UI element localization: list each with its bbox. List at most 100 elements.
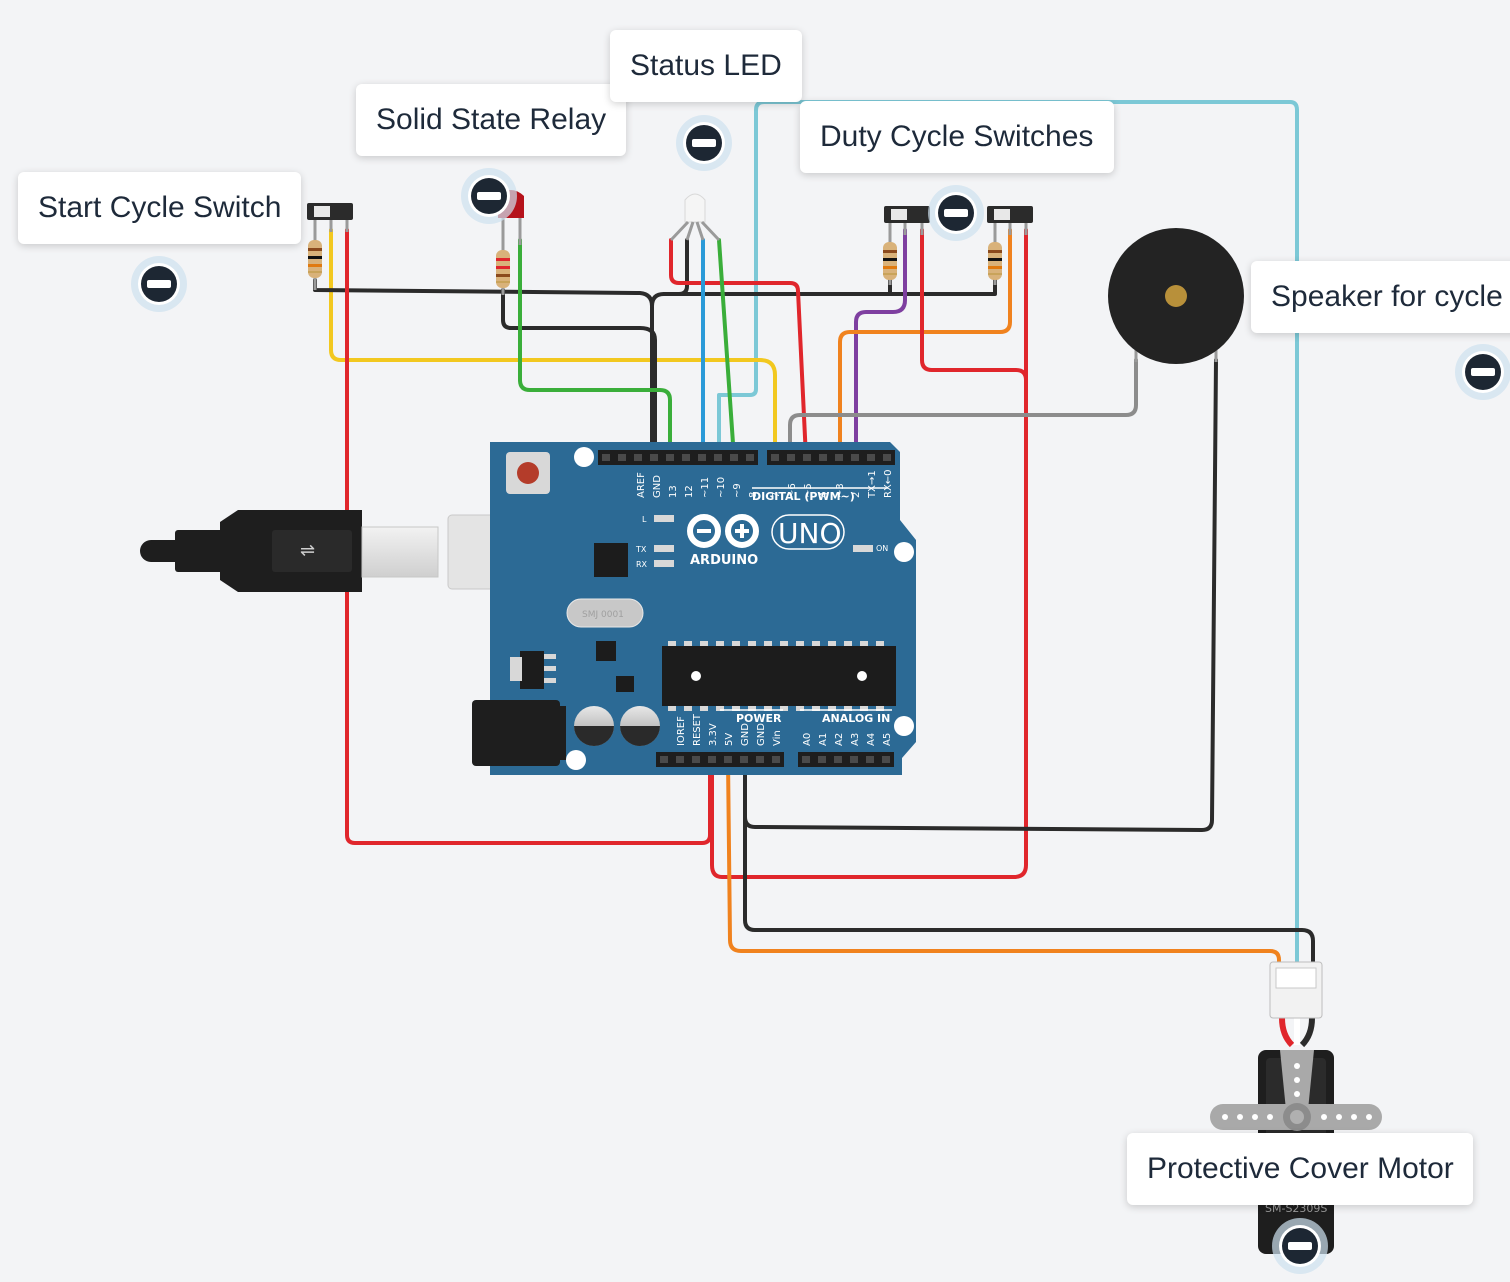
header-socket[interactable]: [724, 756, 732, 763]
header-socket[interactable]: [771, 454, 779, 461]
pin-label: Vin: [772, 730, 783, 746]
pin-label: 7: [771, 492, 782, 498]
wires: [313, 100, 1315, 982]
note-start-cycle-switch[interactable]: Start Cycle Switch: [18, 172, 301, 244]
header-socket[interactable]: [867, 454, 875, 461]
header-socket[interactable]: [834, 756, 842, 763]
header-socket[interactable]: [851, 454, 859, 461]
slide-switch-duty1[interactable]: [884, 206, 930, 235]
collapse-note-speaker-icon[interactable]: [1462, 351, 1504, 393]
header-socket[interactable]: [698, 454, 706, 461]
wire-orange-duty[interactable]: [838, 228, 1012, 460]
pin-label: GND: [740, 723, 751, 746]
resistor-start[interactable]: [308, 230, 322, 290]
wire-black-ground-bus[interactable]: [313, 278, 654, 460]
header-socket[interactable]: [740, 756, 748, 763]
servo-model-label: SM-S2309S: [1265, 1202, 1327, 1215]
collapse-note-motor-icon[interactable]: [1279, 1225, 1321, 1267]
note-status-led[interactable]: Status LED: [610, 30, 802, 102]
power-header: [656, 752, 784, 767]
header-socket[interactable]: [819, 454, 827, 461]
crystal-label: SMJ 0001: [582, 610, 624, 620]
collapse-note-relay-icon[interactable]: [468, 175, 510, 217]
pin-label: A5: [882, 733, 893, 746]
atmega-chip-pins: [668, 641, 884, 711]
note-duty-cycle-switches[interactable]: Duty Cycle Switches: [800, 101, 1114, 173]
header-socket[interactable]: [802, 756, 810, 763]
header-socket[interactable]: [714, 454, 722, 461]
wire-black-gnd-right[interactable]: [650, 273, 997, 308]
header-socket[interactable]: [882, 756, 890, 763]
resistor-duty2[interactable]: [988, 230, 1002, 285]
header-socket[interactable]: [692, 756, 700, 763]
pin-label: ~3: [835, 483, 846, 498]
analog-header: [798, 752, 894, 767]
led-tx-label: TX: [635, 545, 647, 554]
header-socket[interactable]: [850, 756, 858, 763]
wire-red-led[interactable]: [669, 238, 808, 460]
header-socket[interactable]: [708, 756, 716, 763]
digital-header: [598, 450, 895, 465]
pin-label: ~11: [700, 477, 711, 498]
header-socket[interactable]: [634, 454, 642, 461]
power-section-label: POWER: [736, 712, 782, 725]
note-protective-cover-motor[interactable]: Protective Cover Motor: [1127, 1133, 1473, 1205]
header-socket[interactable]: [676, 756, 684, 763]
pin-label: 5V: [724, 733, 735, 746]
wire-black-gnd-relay[interactable]: [501, 288, 657, 460]
header-socket[interactable]: [866, 756, 874, 763]
header-socket[interactable]: [618, 454, 626, 461]
wire-black-servo[interactable]: [743, 758, 1315, 982]
header-socket[interactable]: [835, 454, 843, 461]
header-socket[interactable]: [756, 756, 764, 763]
header-socket[interactable]: [883, 454, 891, 461]
collapse-note-led-icon[interactable]: [683, 122, 725, 164]
header-socket[interactable]: [666, 454, 674, 461]
header-socket[interactable]: [650, 454, 658, 461]
digital-section-label: DIGITAL (PWM~): [752, 490, 855, 503]
wire-red-start[interactable]: [345, 228, 712, 845]
note-solid-state-relay[interactable]: Solid State Relay: [356, 84, 626, 156]
header-socket[interactable]: [803, 454, 811, 461]
pin-label: A2: [834, 733, 845, 746]
slide-switch-start[interactable]: [307, 203, 353, 232]
wire-red-duty1[interactable]: [710, 228, 1028, 879]
collapse-note-start-icon[interactable]: [138, 263, 180, 305]
note-label: Start Cycle Switch: [38, 191, 282, 224]
piezo-speaker[interactable]: [1108, 228, 1244, 364]
header-socket[interactable]: [682, 454, 690, 461]
header-socket[interactable]: [730, 454, 738, 461]
wire-yellow-start[interactable]: [329, 228, 777, 460]
pin-label: AREF: [636, 472, 647, 498]
pin-label: 8: [748, 492, 759, 498]
slide-switch-duty2[interactable]: [987, 206, 1033, 235]
pin-label: GND: [652, 475, 663, 498]
pin-label: A4: [866, 733, 877, 746]
rgb-led-status[interactable]: [669, 193, 721, 242]
header-socket[interactable]: [787, 454, 795, 461]
wire-green-relay[interactable]: [518, 238, 672, 460]
servo-motor[interactable]: SM-S2309S: [1210, 961, 1382, 1254]
wire-green-led[interactable]: [717, 238, 736, 460]
pin-label: ~9: [732, 483, 743, 498]
header-socket[interactable]: [746, 454, 754, 461]
header-socket[interactable]: [818, 756, 826, 763]
note-label: Status LED: [630, 49, 782, 82]
wire-gray-speaker[interactable]: [788, 358, 1138, 460]
note-speaker-for-cycle[interactable]: Speaker for cycle: [1251, 261, 1510, 333]
header-socket[interactable]: [772, 756, 780, 763]
pin-label: 13: [668, 485, 679, 498]
header-socket[interactable]: [602, 454, 610, 461]
wire-black-gnd-led[interactable]: [662, 238, 689, 296]
header-socket[interactable]: [660, 756, 668, 763]
wire-purple-duty[interactable]: [854, 228, 907, 460]
wire-cyan-servo-signal[interactable]: [717, 100, 1299, 982]
resistor-duty1[interactable]: [883, 230, 897, 285]
wire-orange-servo[interactable]: [726, 758, 1281, 982]
collapse-note-duty-icon[interactable]: [935, 192, 977, 234]
note-label: Solid State Relay: [376, 103, 607, 136]
